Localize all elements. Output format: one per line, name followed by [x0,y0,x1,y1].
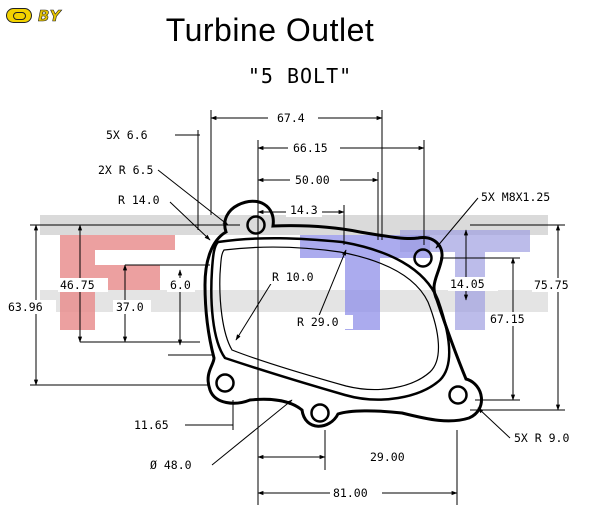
dim-6396-label: 63.96 [8,300,43,314]
brand-logo-text: BY [38,7,62,26]
dimension-labels: 67.4 66.15 50.00 14.3 29.00 81.00 63.96 … [6,111,584,500]
page-subtitle: "5 BOLT" [247,64,353,88]
callout-corner-r65-label: 2X R 6.5 [98,163,153,177]
callout-thread-label: 5X M8X1.25 [481,190,550,204]
dim-5000-label: 50.00 [295,173,330,187]
brand-emblem-icon [6,8,32,23]
dim-6715-label: 67.15 [490,312,525,326]
dim-2900-label: 29.00 [370,450,405,464]
callout-boss-r9-label: 5X R 9.0 [514,431,569,445]
dim-7575-label: 75.75 [534,278,569,292]
brand-logo: BY [6,6,98,26]
callout-corner-r14-label: R 14.0 [118,193,160,207]
dim-8100-label: 81.00 [333,486,368,500]
watermark-logo [40,215,548,330]
dim-3700-label: 37.0 [116,300,144,314]
page-title: Turbine Outlet [165,12,375,48]
callout-holes-label: 5X 6.6 [106,128,148,142]
dimension-lines [30,110,565,505]
dim-143-label: 14.3 [290,203,318,217]
callout-inner-r29-label: R 29.0 [297,315,339,329]
callout-inner-r10-label: R 10.0 [272,270,314,284]
callout-bore-dia-label: Ø 48.0 [150,458,192,472]
dim-4675-label: 46.75 [60,278,95,292]
dim-6615-label: 66.15 [293,141,328,155]
dim-1165-label: 11.65 [134,418,169,432]
flange-outline [203,199,483,428]
dim-674-label: 67.4 [277,111,305,125]
dim-60-label: 6.0 [170,278,191,292]
dim-1405-label: 14.05 [450,277,485,291]
